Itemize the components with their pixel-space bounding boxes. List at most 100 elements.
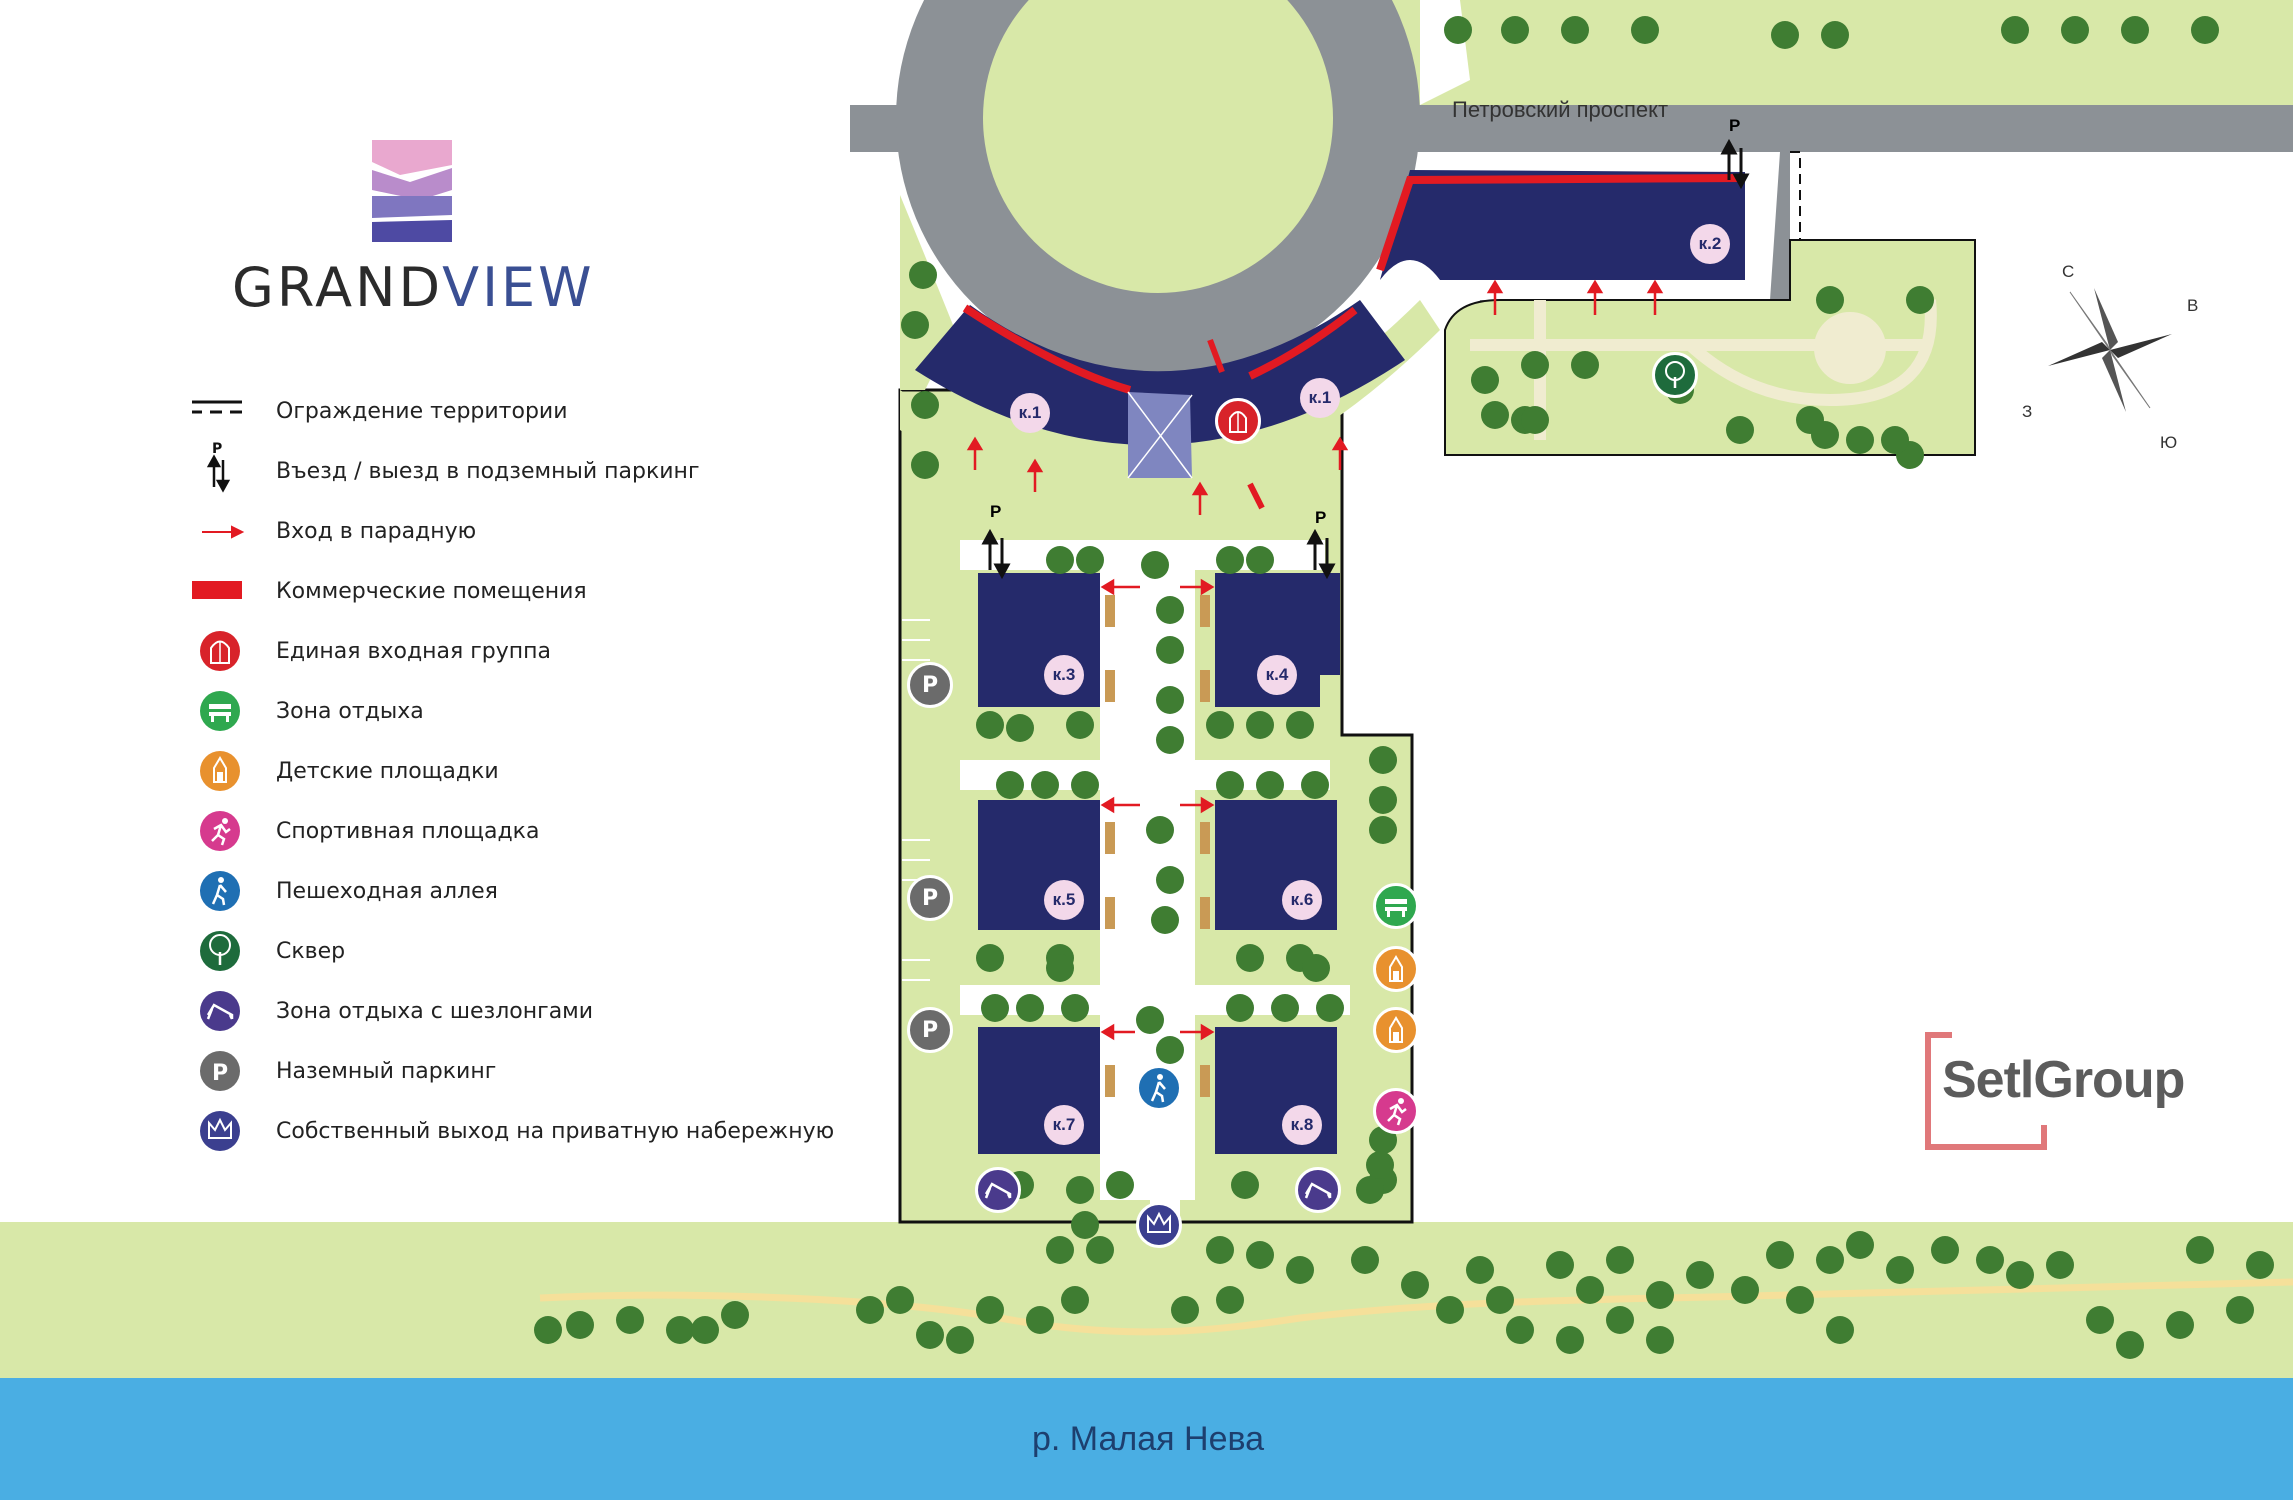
tree [721, 1301, 749, 1329]
river-label: р. Малая Нева [1032, 1420, 1265, 1458]
tree [1369, 786, 1397, 814]
map-sunbed-icon-1 [975, 1167, 1021, 1213]
building-k2 [1380, 170, 1745, 280]
compass-west: З [2022, 402, 2033, 421]
label-k3: к.3 [1044, 655, 1084, 695]
tree [1976, 1246, 2004, 1274]
legend-label-sunbeds: Зона отдыха с шезлонгами [276, 999, 594, 1024]
tree [1481, 401, 1509, 429]
tree [1726, 416, 1754, 444]
tree [1136, 1006, 1164, 1034]
red-bar-icon [192, 581, 242, 599]
tree [856, 1296, 884, 1324]
roundabout-lawn [983, 0, 1333, 293]
tree [2191, 16, 2219, 44]
tree [1731, 1276, 1759, 1304]
tree [1071, 771, 1099, 799]
tree [1771, 21, 1799, 49]
setl-logo-frame [1925, 1032, 2047, 1150]
label-k1-left: к.1 [1010, 393, 1050, 433]
tree [1246, 1241, 1274, 1269]
embankment-lawn [0, 1222, 2293, 1378]
commercial-premises [962, 174, 1746, 394]
tree [1816, 1246, 1844, 1274]
tree [1031, 771, 1059, 799]
tree [1931, 1236, 1959, 1264]
legend-label-entrance-group: Единая входная группа [276, 639, 552, 664]
brand-logo: GRANDVIEW [232, 256, 595, 319]
ramp-p-k2: P [1729, 116, 1741, 135]
runner-icon [200, 811, 240, 851]
tree [1246, 711, 1274, 739]
tree [1076, 546, 1104, 574]
tree [1156, 866, 1184, 894]
legend-label-parking-entrance: Въезд / выезд в подземный паркинг [276, 459, 700, 484]
bench-icon [200, 691, 240, 731]
tree [909, 261, 937, 289]
tree [976, 711, 1004, 739]
tree [1086, 1236, 1114, 1264]
map-parking-icon-2: P [907, 875, 953, 921]
tree [1881, 426, 1909, 454]
tree [2046, 1251, 2074, 1279]
tree [1606, 1246, 1634, 1274]
compass-south: Ю [2160, 433, 2178, 452]
map-tree-icon [1652, 352, 1698, 398]
tree [1506, 1316, 1534, 1344]
map-pedestrian-icon [1136, 1065, 1182, 1111]
label-k5: к.5 [1044, 880, 1084, 920]
map-crown-icon [1136, 1202, 1182, 1248]
building-k5 [978, 800, 1100, 930]
building-k4 [1215, 573, 1340, 707]
tree [1471, 366, 1499, 394]
tree [1401, 1271, 1429, 1299]
tree [1811, 421, 1839, 449]
tree [1826, 1316, 1854, 1344]
tree [1886, 1256, 1914, 1284]
fence-line-icon [192, 400, 242, 414]
entrance-group-icon [200, 631, 240, 671]
tree [1646, 1326, 1674, 1354]
tree [916, 1321, 944, 1349]
tree [911, 451, 939, 479]
tree [1646, 1281, 1674, 1309]
pedestrian-icon [200, 871, 240, 911]
tree [1546, 1251, 1574, 1279]
tree [1216, 546, 1244, 574]
svg-text:P: P [212, 1061, 228, 1086]
tree [1171, 1296, 1199, 1324]
tree [1576, 1276, 1604, 1304]
building-k3 [978, 573, 1100, 707]
tree [1302, 954, 1330, 982]
tree [1236, 944, 1264, 972]
tree [2166, 1311, 2194, 1339]
tree [1556, 1326, 1584, 1354]
tree [1246, 546, 1274, 574]
building-k7 [978, 1027, 1100, 1154]
tree [1369, 816, 1397, 844]
tree [2006, 1261, 2034, 1289]
map-playground-icon-1 [1373, 946, 1419, 992]
tree [996, 771, 1024, 799]
tree [981, 994, 1009, 1022]
legend-label-fence: Ограждение территории [276, 399, 568, 424]
legend-label-surface-parking: Наземный паркинг [276, 1059, 497, 1084]
trees [534, 16, 2274, 1359]
tree [1286, 711, 1314, 739]
tree [2226, 1296, 2254, 1324]
legend-label-playground: Детские площадки [276, 759, 499, 784]
tree [1271, 994, 1299, 1022]
tree [566, 1311, 594, 1339]
legend-label-sports: Спортивная площадка [276, 819, 540, 844]
tree [1501, 16, 1529, 44]
map-playground-icon-2 [1373, 1007, 1419, 1053]
tree [1466, 1256, 1494, 1284]
grandview-emblem [372, 140, 452, 242]
label-k8: к.8 [1282, 1105, 1322, 1145]
map-parking-icon-3: P [907, 1007, 953, 1053]
compass-east: В [2187, 296, 2199, 315]
tree [976, 1296, 1004, 1324]
label-k7: к.7 [1044, 1105, 1084, 1145]
tree [1286, 1256, 1314, 1284]
label-k4: к.4 [1257, 655, 1297, 695]
